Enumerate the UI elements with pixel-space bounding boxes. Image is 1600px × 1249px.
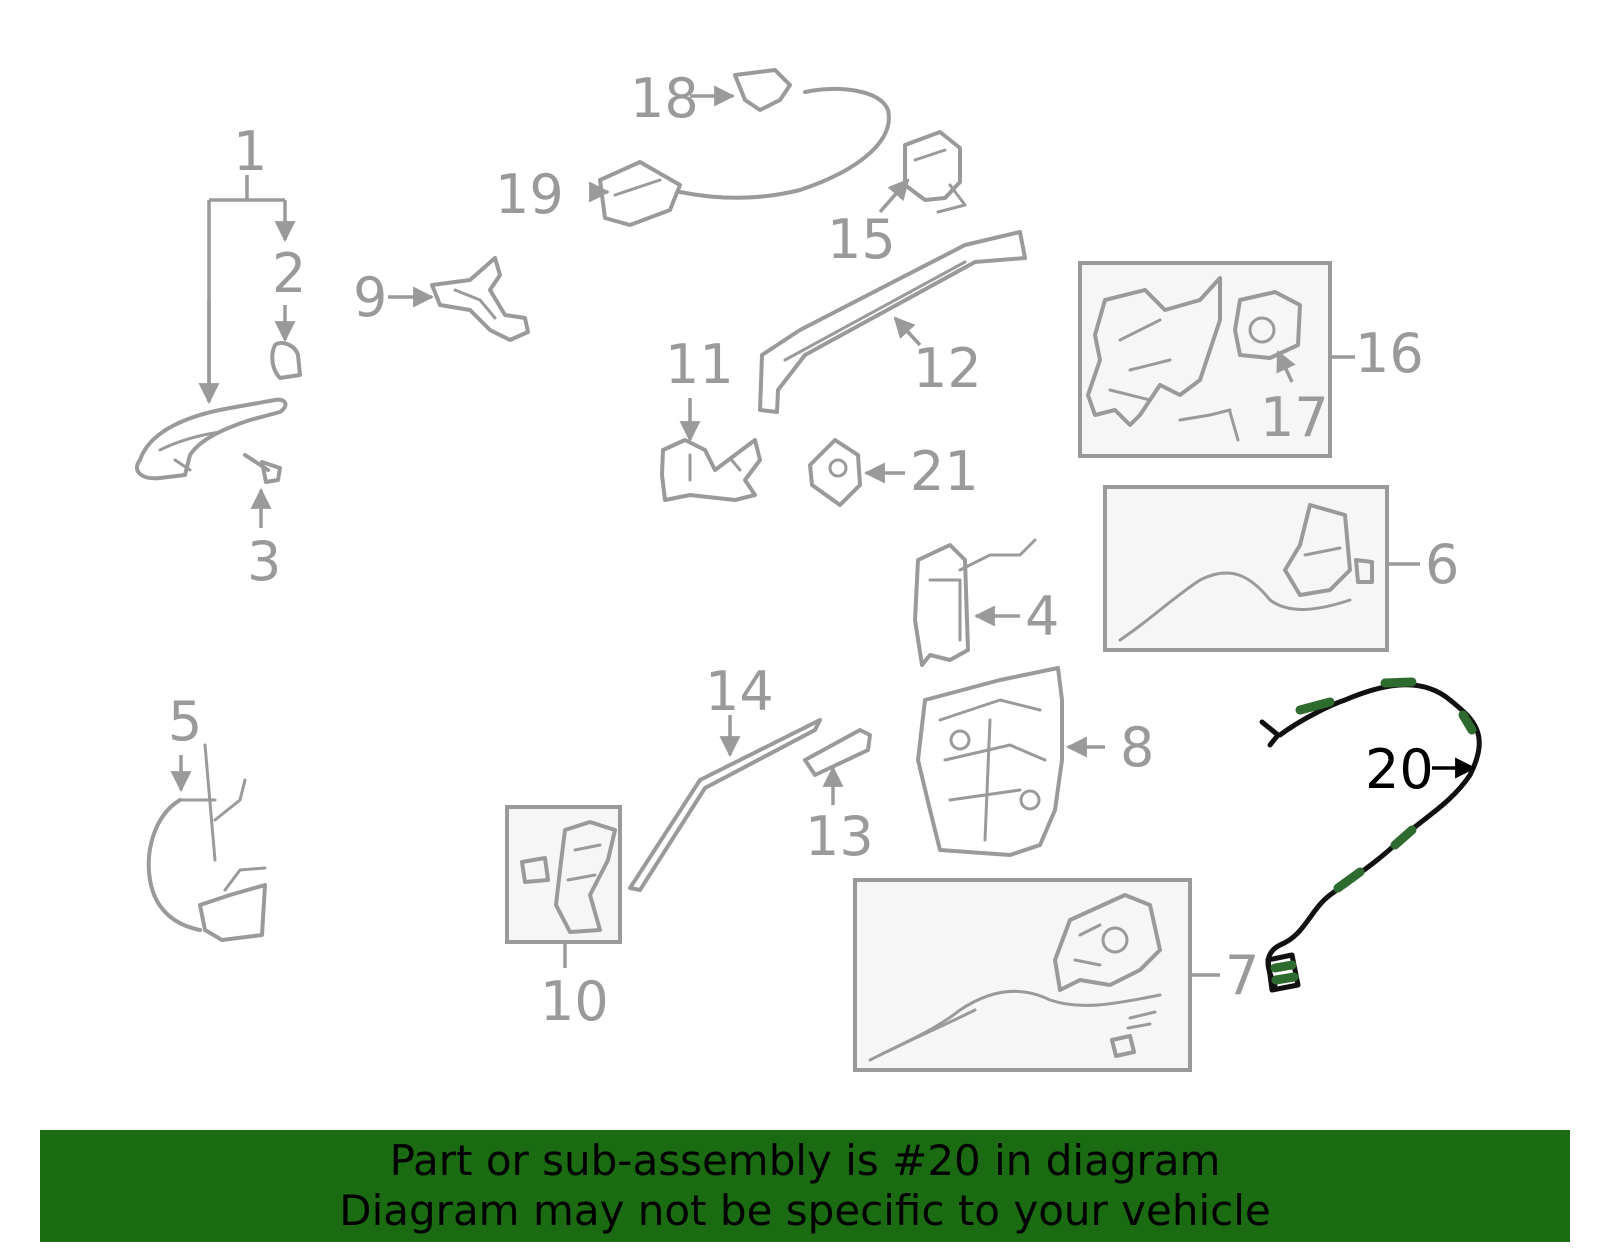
- actuator-part-15: [878, 130, 967, 214]
- outside-handle-part: [134, 175, 300, 528]
- channel-part-12: [758, 230, 1027, 414]
- callout-12: 12: [913, 337, 982, 400]
- footer-banner: Part or sub-assembly is #20 in diagram D…: [40, 1130, 1570, 1242]
- door-latch-part-4: [913, 538, 1037, 667]
- glass-run-part-14: [628, 715, 822, 892]
- callout-14: 14: [705, 660, 774, 723]
- callout-17: 17: [1260, 386, 1329, 449]
- guide-part-13: [803, 728, 872, 805]
- callout-3: 3: [247, 530, 281, 593]
- callout-2: 2: [272, 242, 306, 305]
- callout-16: 16: [1355, 322, 1424, 385]
- reinforcement-part-10: [520, 820, 617, 968]
- callout-8: 8: [1120, 716, 1154, 779]
- footer-line-2: Diagram may not be specific to your vehi…: [339, 1186, 1271, 1235]
- wiring-harness-part-20: [1259, 677, 1482, 993]
- latch-cable-box-6: [1103, 485, 1389, 652]
- callout-19: 19: [495, 163, 564, 226]
- cable-part-18-19: [589, 68, 891, 227]
- callout-11: 11: [665, 333, 734, 396]
- callout-18: 18: [630, 67, 699, 130]
- hinge-part-11: [660, 398, 762, 502]
- callout-5: 5: [168, 690, 202, 753]
- callout-6: 6: [1425, 533, 1459, 596]
- callout-7: 7: [1225, 944, 1259, 1007]
- latch-cable-part-6: [1118, 503, 1420, 642]
- lock-cable-part-7: [868, 893, 1220, 1062]
- callout-20: 20: [1365, 738, 1434, 801]
- lock-assembly-part-16-17: [1086, 276, 1355, 442]
- bracket-part-9: [388, 256, 530, 342]
- callout-9: 9: [353, 266, 387, 329]
- callout-1: 1: [233, 120, 267, 183]
- callout-13: 13: [805, 805, 874, 868]
- callout-15: 15: [827, 208, 896, 271]
- callout-21: 21: [910, 440, 979, 503]
- callout-4: 4: [1025, 585, 1059, 648]
- rod-cable-part-5: [146, 743, 267, 942]
- module-panel-part-8: [916, 666, 1105, 857]
- clip-part-21: [808, 438, 905, 507]
- callout-10: 10: [540, 970, 609, 1033]
- footer-line-1: Part or sub-assembly is #20 in diagram: [389, 1136, 1221, 1185]
